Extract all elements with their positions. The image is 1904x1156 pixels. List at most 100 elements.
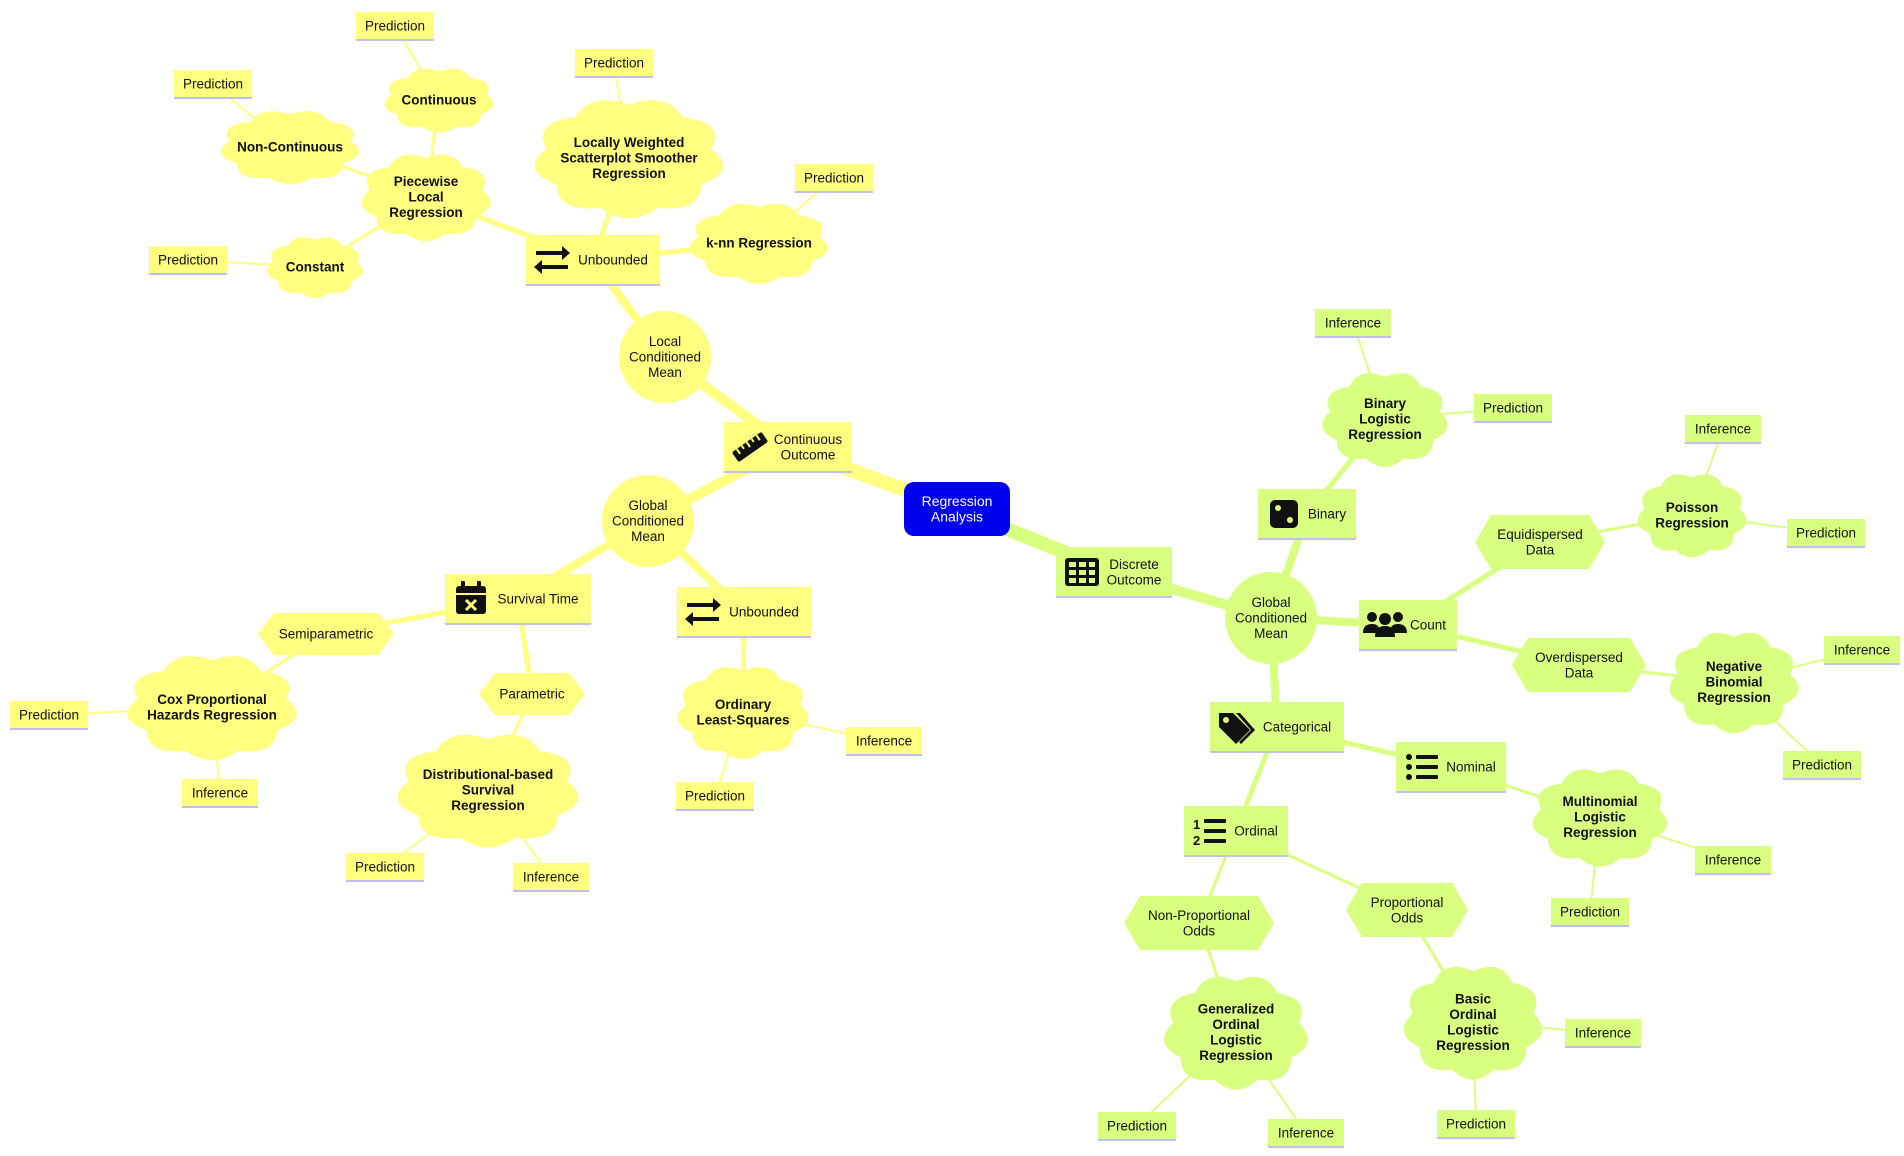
inference-leaf: Inference bbox=[846, 727, 922, 756]
prediction-leaf-label: Prediction bbox=[158, 253, 218, 268]
inference-leaf-label: Inference bbox=[1705, 853, 1761, 868]
categorical-node: Categorical bbox=[1210, 702, 1344, 753]
continuous-node: Continuous bbox=[384, 68, 494, 133]
count-node: Count bbox=[1359, 600, 1457, 651]
prediction-leaf-label: Prediction bbox=[1483, 401, 1543, 416]
prediction-leaf: Prediction bbox=[795, 164, 873, 193]
inference-leaf: Inference bbox=[513, 863, 589, 892]
prediction-leaf-label: Prediction bbox=[584, 56, 644, 71]
constant-node: Constant bbox=[267, 237, 363, 299]
prediction-leaf: Prediction bbox=[575, 49, 653, 78]
inference-leaf-label: Inference bbox=[523, 870, 579, 885]
prediction-leaf-label: Prediction bbox=[19, 708, 79, 723]
knn-regression-node-label: k-nn Regression bbox=[706, 236, 812, 251]
semiparametric-node: Semiparametric bbox=[258, 613, 394, 655]
prediction-leaf-label: Prediction bbox=[1796, 526, 1856, 541]
binary-node: Binary bbox=[1258, 489, 1356, 540]
prediction-leaf: Prediction bbox=[10, 701, 88, 730]
inference-leaf-label: Inference bbox=[1325, 316, 1381, 331]
inference-leaf-label: Inference bbox=[1695, 422, 1751, 437]
prediction-leaf: Prediction bbox=[1437, 1110, 1515, 1139]
inference-leaf-label: Inference bbox=[1575, 1026, 1631, 1041]
prediction-leaf: Prediction bbox=[356, 12, 434, 41]
prediction-leaf: Prediction bbox=[346, 853, 424, 882]
prediction-leaf-label: Prediction bbox=[804, 171, 864, 186]
inference-leaf: Inference bbox=[1695, 846, 1771, 875]
inference-leaf: Inference bbox=[1824, 636, 1900, 665]
nominal-node: Nominal bbox=[1396, 742, 1506, 793]
prediction-leaf-label: Prediction bbox=[1560, 905, 1620, 920]
prediction-leaf-label: Prediction bbox=[355, 860, 415, 875]
prediction-leaf: Prediction bbox=[174, 70, 252, 99]
ordinal-node-label: Ordinal bbox=[1234, 824, 1278, 839]
inference-leaf-label: Inference bbox=[192, 786, 248, 801]
knn-regression-node: k-nn Regression bbox=[689, 204, 829, 284]
ordinal-node: Ordinal bbox=[1184, 806, 1288, 857]
prediction-leaf-label: Prediction bbox=[685, 789, 745, 804]
continuous-node-label: Continuous bbox=[402, 93, 477, 108]
prediction-leaf: Prediction bbox=[1787, 519, 1865, 548]
local-unbounded-node-label: Unbounded bbox=[578, 253, 648, 268]
binary-node-label: Binary bbox=[1308, 507, 1347, 522]
inference-leaf: Inference bbox=[1685, 415, 1761, 444]
non-continuous-node-label: Non-Continuous bbox=[237, 140, 343, 155]
prediction-leaf: Prediction bbox=[1098, 1112, 1176, 1141]
inference-leaf: Inference bbox=[1565, 1019, 1641, 1048]
prediction-leaf: Prediction bbox=[149, 246, 227, 275]
inference-leaf-label: Inference bbox=[856, 734, 912, 749]
inference-leaf-label: Inference bbox=[1834, 643, 1890, 658]
table-grid-icon bbox=[1065, 558, 1099, 586]
prediction-leaf-label: Prediction bbox=[1107, 1119, 1167, 1134]
parametric-node: Parametric bbox=[479, 673, 585, 715]
inference-leaf: Inference bbox=[1315, 309, 1391, 338]
prediction-leaf-label: Prediction bbox=[365, 19, 425, 34]
count-node-label: Count bbox=[1410, 618, 1446, 633]
nominal-node-label: Nominal bbox=[1446, 760, 1496, 775]
prediction-leaf-label: Prediction bbox=[1446, 1117, 1506, 1132]
prediction-leaf-label: Prediction bbox=[183, 77, 243, 92]
inference-leaf: Inference bbox=[1268, 1119, 1344, 1148]
prediction-leaf: Prediction bbox=[1474, 394, 1552, 423]
parametric-node-label: Parametric bbox=[499, 687, 565, 702]
global-unbounded-node-label: Unbounded bbox=[729, 605, 799, 620]
prediction-leaf-label: Prediction bbox=[1792, 758, 1852, 773]
constant-node-label: Constant bbox=[286, 260, 345, 275]
survival-time-node-label: Survival Time bbox=[497, 592, 578, 607]
inference-leaf-label: Inference bbox=[1278, 1126, 1334, 1141]
prediction-leaf: Prediction bbox=[676, 782, 754, 811]
prediction-leaf: Prediction bbox=[1783, 751, 1861, 780]
inference-leaf: Inference bbox=[182, 779, 258, 808]
list-icon bbox=[1406, 754, 1438, 780]
semiparametric-node-label: Semiparametric bbox=[279, 627, 374, 642]
